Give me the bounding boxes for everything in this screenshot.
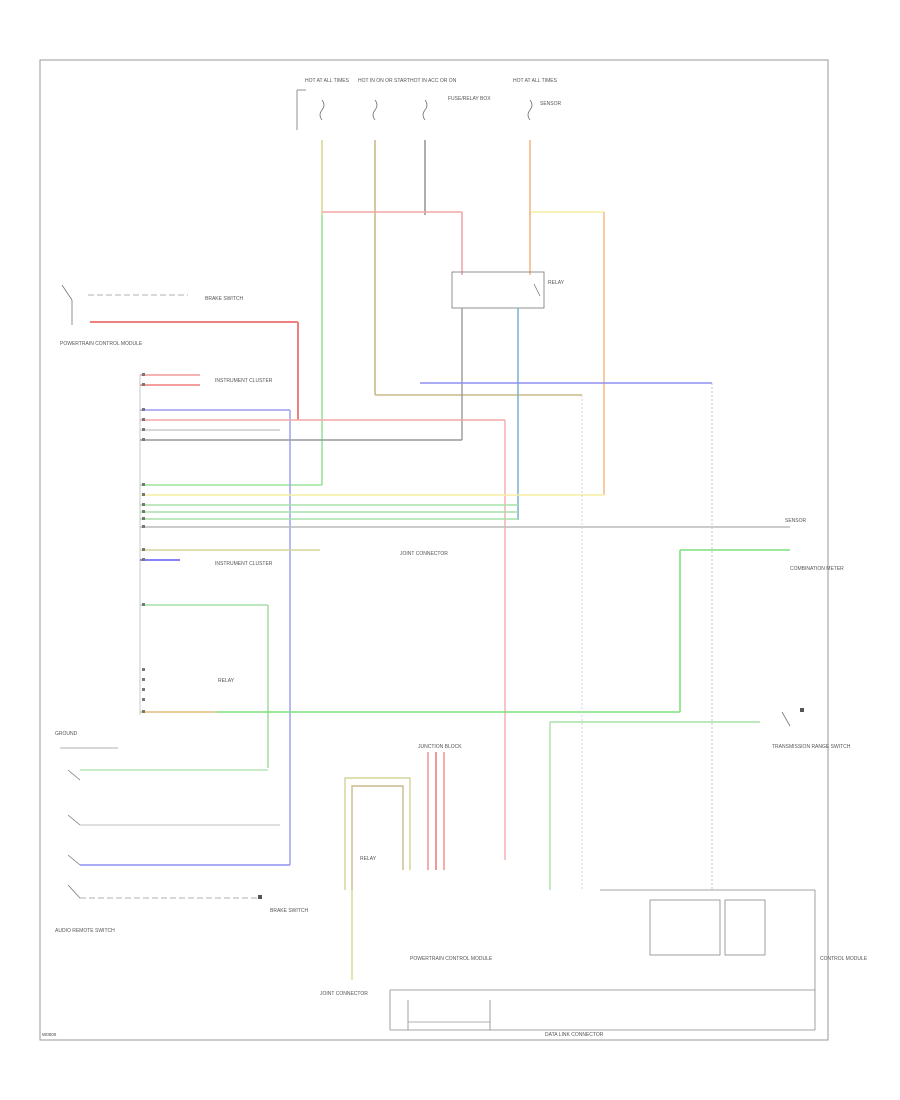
right-switch-label: TRANSMISSION RANGE SWITCH xyxy=(772,744,851,750)
pin-note-3: RELAY xyxy=(218,678,235,684)
center-note: RELAY xyxy=(360,856,377,862)
right-connector-label: COMBINATION METER xyxy=(790,566,844,572)
relay: RELAY xyxy=(451,271,565,520)
left-switch-note: POWERTRAIN CONTROL MODULE xyxy=(60,341,143,347)
bottom-left-note: BRAKE SWITCH xyxy=(270,908,308,914)
fuse-2-label: HOT IN ON OR START xyxy=(358,78,410,84)
diagram-frame xyxy=(39,59,829,1041)
bottom-ground-label: GROUND xyxy=(55,731,78,737)
module-pins: INSTRUMENT CLUSTER xyxy=(139,373,790,865)
fuse-box-note: SENSOR xyxy=(540,101,562,107)
fuse-wires xyxy=(140,140,605,495)
fuse-1-label: HOT AT ALL TIMES xyxy=(305,78,350,84)
diagram-code: W0000 xyxy=(42,1032,57,1037)
bottom-left-label: AUDIO REMOTE SWITCH xyxy=(55,928,115,934)
center-connector-label: JUNCTION BLOCK xyxy=(418,744,462,750)
bottom-left-switches: GROUND AUDIO REMOTE SWITCH BRAKE SWITCH xyxy=(55,731,308,934)
bottom-right-label: CONTROL MODULE xyxy=(820,956,868,962)
left-switch-label: BRAKE SWITCH xyxy=(205,296,243,302)
relay-label: RELAY xyxy=(548,280,565,286)
fuse-box-label: FUSE/RELAY BOX xyxy=(448,96,491,102)
pin-note-2: INSTRUMENT CLUSTER xyxy=(215,561,273,567)
center-note-3: JOINT CONNECTOR xyxy=(320,991,368,997)
center-note-2: POWERTRAIN CONTROL MODULE xyxy=(410,956,493,962)
bottom-center: JUNCTION BLOCK RELAY POWERTRAIN CONTROL … xyxy=(320,744,493,997)
right-top-label: SENSOR xyxy=(785,518,807,524)
top-fuses: HOT AT ALL TIMES HOT IN ON OR START HOT … xyxy=(296,78,562,130)
fuse-4-label: HOT AT ALL TIMES xyxy=(513,78,558,84)
right-switch: TRANSMISSION RANGE SWITCH xyxy=(549,708,851,890)
bottom-right-modules xyxy=(389,889,816,1031)
pin-note: JOINT CONNECTOR xyxy=(400,551,448,557)
bottom-bar-label: DATA LINK CONNECTOR xyxy=(545,1032,604,1038)
fuse-3-label: HOT IN ACC OR ON xyxy=(410,78,457,84)
module-label: INSTRUMENT CLUSTER xyxy=(215,378,273,384)
left-switch: BRAKE SWITCH POWERTRAIN CONTROL MODULE xyxy=(60,284,299,420)
